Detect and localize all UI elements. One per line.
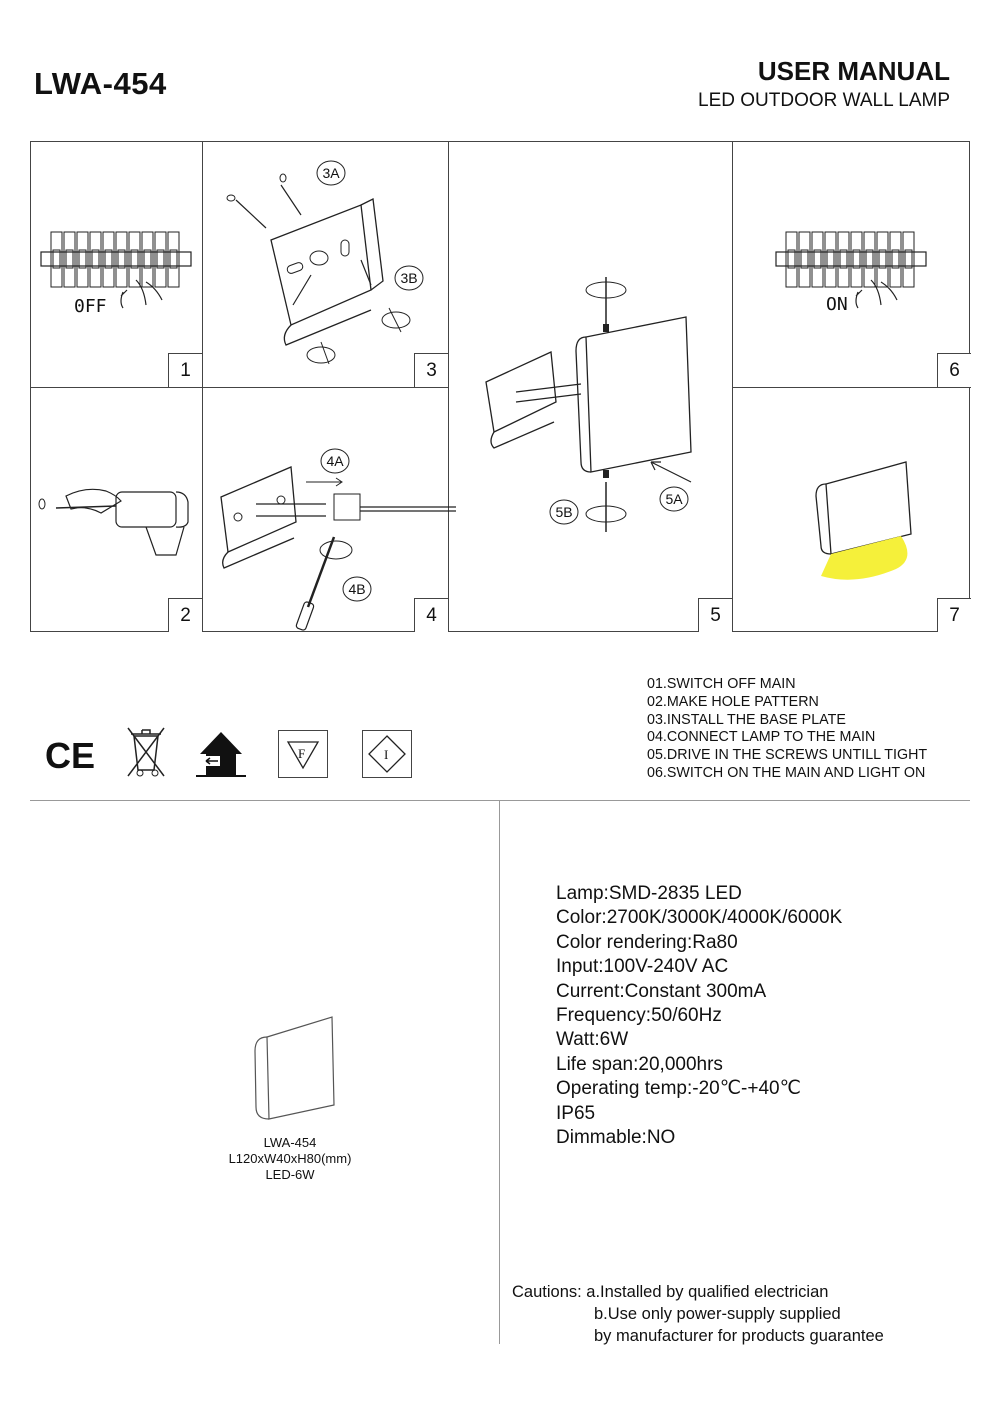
manual-title: USER MANUAL <box>757 56 950 86</box>
step-number-5: 5 <box>698 598 732 632</box>
callout-circle-5a <box>659 486 689 512</box>
svg-text:F: F <box>298 746 305 761</box>
lamp-mounting-illustration <box>485 277 692 532</box>
spec-row: Current:Constant 300mA <box>556 980 767 1002</box>
wiring-illustration <box>220 466 456 631</box>
callout-circle-4b <box>342 576 372 602</box>
spec-row: Input:100V-240V AC <box>556 956 729 978</box>
section-divider-vertical <box>499 800 500 1344</box>
instruction-item: 05.DRIVE IN THE SCREWS UNTILL TIGHT <box>647 747 928 764</box>
lamp-light-on-illustration <box>815 461 912 580</box>
model-number: LWA-454 <box>34 66 167 101</box>
callout-3a: 3A <box>322 165 340 181</box>
spec-row: Lamp:SMD-2835 LED <box>556 883 742 904</box>
instruction-item: 03.INSTALL THE BASE PLATE <box>647 711 846 728</box>
spec-row: Operating temp:-20℃-+40℃ <box>556 1078 801 1100</box>
svg-text:I: I <box>384 747 388 762</box>
breaker-off-illustration <box>40 231 192 309</box>
specifications-list: Lamp:SMD-2835 LED Color:2700K/3000K/4000… <box>556 882 842 1150</box>
callout-5a: 5A <box>665 491 683 507</box>
spec-row: Color:2700K/3000K/4000K/6000K <box>556 907 843 929</box>
indoor-outdoor-icon <box>196 732 246 777</box>
base-plate-illustration <box>226 173 411 365</box>
product-dimensions: L120xW40xH80(mm) <box>228 1151 352 1166</box>
spec-row: IP65 <box>556 1102 596 1124</box>
spec-row: Dimmable:NO <box>556 1127 676 1149</box>
step-number-3: 3 <box>414 353 448 387</box>
caution-line: Cautions: a.Installed by qualified elect… <box>512 1283 829 1301</box>
i-mark-icon: I <box>362 730 412 778</box>
callout-circle-3a <box>316 160 346 186</box>
installation-instructions: 01.SWITCH OFF MAIN 02.MAKE HOLE PATTERN … <box>647 676 927 783</box>
switch-on-label: ON <box>826 294 848 315</box>
callout-4b: 4B <box>348 581 366 597</box>
instruction-item: 01.SWITCH OFF MAIN <box>647 676 796 692</box>
callout-3b: 3B <box>400 270 418 286</box>
product-caption: LWA-454 L120xW40xH80(mm) LED-6W <box>200 1135 380 1183</box>
step-number-1: 1 <box>168 353 202 387</box>
callout-5b: 5B <box>555 504 573 520</box>
installation-steps-grid: 0FF 1 2 3A 3B 3 <box>30 141 971 632</box>
cautions: Cautions: a.Installed by qualified elect… <box>512 1281 884 1347</box>
spec-row: Life span:20,000hrs <box>556 1053 723 1075</box>
svg-text:CE: CE <box>45 735 95 776</box>
spec-row: Watt:6W <box>556 1029 629 1051</box>
product-lamp-drawing <box>254 1016 335 1120</box>
callout-circle-3b <box>394 265 424 291</box>
f-mark-icon: F <box>278 730 328 778</box>
callout-circle-5b <box>549 499 579 525</box>
callout-4a: 4A <box>326 453 344 469</box>
drill-icon <box>38 488 189 556</box>
step-number-2: 2 <box>168 598 202 632</box>
manual-subtitle: LED OUTDOOR WALL LAMP <box>698 90 950 111</box>
step-number-6: 6 <box>937 353 971 387</box>
caution-line: by manufacturer for products guarantee <box>594 1327 884 1345</box>
instruction-item: 02.MAKE HOLE PATTERN <box>647 693 819 710</box>
instruction-item: 04.CONNECT LAMP TO THE MAIN <box>647 729 876 746</box>
product-power: LED-6W <box>265 1167 315 1182</box>
ce-mark-icon: CE <box>45 735 95 776</box>
caution-line: b.Use only power-supply supplied <box>594 1305 841 1323</box>
switch-off-label: 0FF <box>74 296 107 317</box>
section-divider-horizontal <box>30 800 970 801</box>
product-name: LWA-454 <box>263 1135 317 1150</box>
breaker-on-illustration <box>775 231 927 309</box>
weee-bin-icon <box>127 727 165 777</box>
spec-row: Frequency:50/60Hz <box>556 1005 722 1027</box>
step-number-4: 4 <box>414 598 448 632</box>
callout-circle-4a <box>320 448 350 474</box>
step-number-7: 7 <box>937 598 971 632</box>
instruction-item: 06.SWITCH ON THE MAIN AND LIGHT ON <box>647 764 926 781</box>
spec-row: Color rendering:Ra80 <box>556 931 738 953</box>
